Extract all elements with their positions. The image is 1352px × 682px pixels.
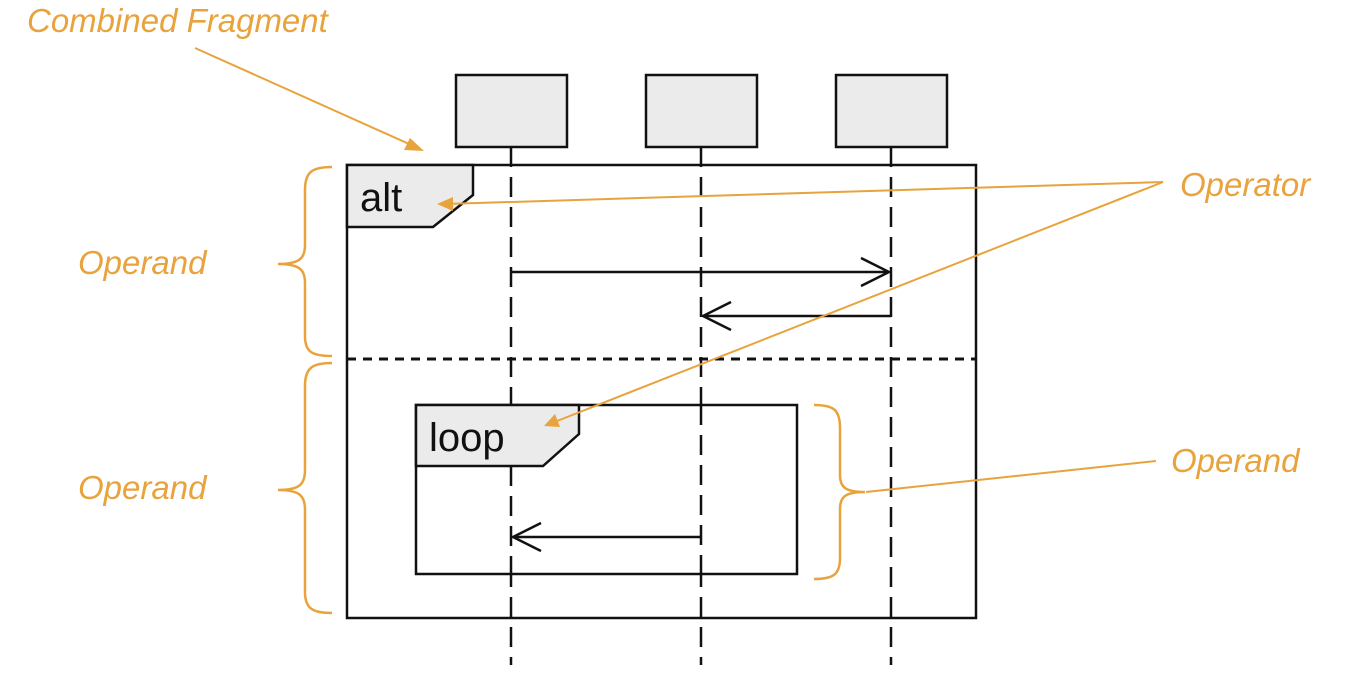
combined-fragment-pointer — [194, 47, 424, 151]
operand-top-brace — [277, 165, 333, 358]
operand-bottom-brace — [277, 361, 333, 615]
operator-pointer-loop — [544, 181, 1164, 427]
operand-bottom-annotation: Operand — [78, 469, 208, 506]
operand-right-pointer — [865, 460, 1157, 493]
lifeline-head-1 — [454, 73, 569, 149]
alt-operator-label: alt — [360, 176, 402, 220]
lifeline-head-2 — [644, 73, 759, 149]
operand-top-annotation: Operand — [78, 244, 208, 281]
message-1 — [511, 256, 892, 288]
operator-pointer-alt — [437, 181, 1164, 211]
message-2 — [700, 300, 891, 332]
lifeline-head-3 — [834, 73, 949, 149]
loop-operator-label: loop — [429, 416, 505, 460]
combined-fragment-annotation: Combined Fragment — [27, 2, 330, 39]
loop-operator-tab — [414, 403, 581, 468]
operator-annotation: Operator — [1180, 166, 1312, 203]
alt-fragment-frame — [345, 163, 978, 620]
operand-right-brace — [813, 403, 866, 581]
message-3 — [510, 521, 701, 553]
operand-right-annotation: Operand — [1171, 442, 1301, 479]
